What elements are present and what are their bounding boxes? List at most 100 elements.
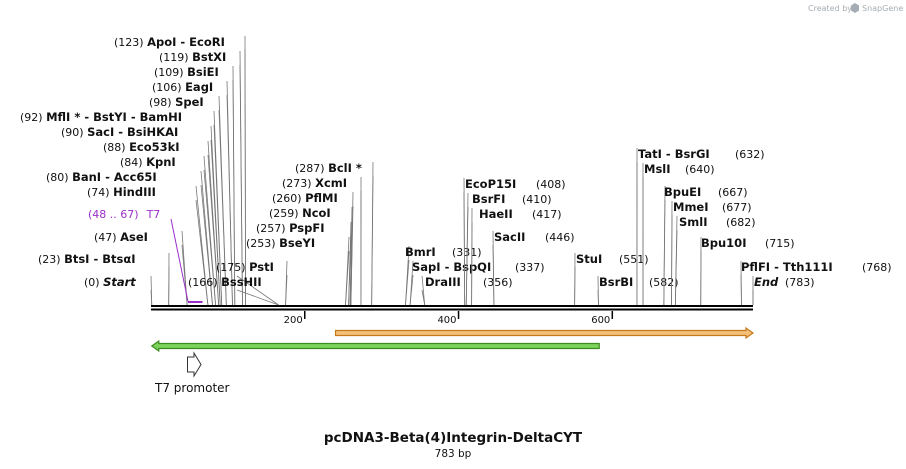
enzyme-name: TatI	[638, 147, 662, 161]
site-bpuei: BpuEI(667)	[663, 185, 748, 306]
enzyme-name: BsiHKAI	[127, 125, 178, 139]
site-label: HaeII	[479, 207, 513, 221]
snapgene-logo-icon	[851, 3, 859, 13]
site-label: DraIII	[425, 275, 461, 289]
site-label: (260) PflMI	[272, 191, 338, 205]
site-position: (47)	[94, 231, 120, 244]
site-leader-line	[236, 275, 279, 306]
site-kpni: (84) KpnI	[120, 155, 216, 306]
site-pspfi: (257) PspFI	[256, 221, 352, 306]
enzyme-name: BpuEI	[664, 185, 701, 199]
site-position: (287)	[295, 162, 328, 175]
site-position: (74)	[87, 186, 113, 199]
enzyme-name: NcoI	[302, 206, 331, 220]
site-bseyi: (253) BseYI	[246, 236, 350, 306]
site-label: PflFI - Tth111I	[741, 260, 833, 274]
site-apoi: (123) ApoI - EcoRI	[114, 35, 246, 306]
site-label: BpuEI	[664, 185, 701, 199]
enzyme-name: Tth111I	[783, 260, 833, 274]
enzyme-name: PstI	[249, 260, 274, 274]
site-bmri: BmrI(331)	[405, 245, 482, 306]
site-label: BmrI	[405, 245, 436, 259]
enzyme-name: ApoI	[147, 35, 176, 49]
enzyme-name: BanI	[72, 170, 101, 184]
site-msli: MslI(640)	[642, 162, 715, 306]
site-draiii: DraIII(356)	[421, 275, 513, 306]
site-position: (715)	[765, 237, 795, 250]
orange-feature	[334, 326, 755, 340]
site-btsi: (23) BtsI - BtsαI	[38, 252, 170, 306]
site-label: (84) KpnI	[120, 155, 176, 169]
site-label: (119) BstXI	[159, 50, 226, 64]
enzyme-name: BseYI	[279, 236, 315, 250]
enzyme-name: BsrBI	[599, 275, 633, 289]
ruler-label: 600	[591, 315, 610, 326]
site-label: (90) SacI - BsiHKAI	[61, 125, 178, 139]
enzyme-name: BsiEI	[187, 65, 219, 79]
site-bsiei: (109) BsiEI	[154, 65, 236, 306]
site-label: (273) XcmI	[282, 176, 347, 190]
site-position: (98)	[149, 96, 175, 109]
site-pflmi: (260) PflMI	[272, 191, 354, 306]
site-hind3: (74) HindIII	[87, 185, 209, 306]
enzyme-name: XcmI	[315, 176, 347, 190]
site-label: (123) ApoI - EcoRI	[114, 35, 225, 49]
enzyme-name: Acc65I	[114, 170, 157, 184]
enzyme-name: BamHI	[140, 110, 182, 124]
primer-leader-line	[170, 218, 189, 302]
enzyme-name: BmrI	[405, 245, 436, 259]
map-title: pcDNA3-Beta(4)Integrin-DeltaCYT	[324, 430, 583, 446]
site-label: EcoP15I	[465, 177, 516, 191]
enzyme-name: Start	[103, 275, 136, 289]
site-psti: (175) PstI	[216, 260, 288, 306]
enzyme-name: BstXI	[192, 50, 226, 64]
site-position: (0)	[84, 276, 103, 289]
site-position: (109)	[154, 66, 187, 79]
credit-brand: SnapGene	[862, 4, 903, 13]
site-smli: SmlI(682)	[674, 215, 756, 306]
map-length: 783 bp	[435, 448, 472, 460]
site-eco53: (88) Eco53kI	[103, 140, 220, 306]
site-position: (408)	[536, 178, 566, 191]
site-position: (417)	[532, 208, 562, 221]
site-label: (98) SpeI	[149, 95, 204, 109]
site-position: (410)	[522, 193, 552, 206]
site-mmei: MmeI(677)	[671, 200, 752, 306]
enzyme-name: BclI *	[328, 161, 362, 175]
enzyme-name: HindIII	[113, 185, 156, 199]
site-sapi: SapI - BspQI (337)	[409, 260, 545, 306]
site-position: (84)	[120, 156, 146, 169]
site-position: (23)	[38, 253, 64, 266]
site-bstxi: (119) BstXI	[159, 50, 243, 306]
enzyme-name: End	[754, 275, 779, 289]
green-feature	[150, 339, 600, 353]
site-position: (119)	[159, 51, 192, 64]
site-position: (551)	[619, 253, 649, 266]
site-label: End	[754, 275, 779, 289]
t7-promoter: T7 promoter	[154, 351, 230, 395]
enzyme-name: PflFI	[741, 260, 770, 274]
site-position: (90)	[61, 126, 87, 139]
site-position: (677)	[722, 201, 752, 214]
enzyme-name: HaeII	[479, 207, 513, 221]
enzyme-name: BsrGI	[675, 147, 710, 161]
site-label: TatI - BsrGI	[638, 147, 710, 161]
enzyme-name: SacI	[87, 125, 114, 139]
site-position: (446)	[545, 231, 575, 244]
site-position: (337)	[515, 261, 545, 274]
credit-text: Created by	[808, 4, 852, 13]
site-bcli: (287) BclI *	[295, 161, 374, 306]
feature-arrow	[150, 339, 600, 353]
enzyme-name: EcoRI	[189, 35, 225, 49]
site-leader-line	[421, 275, 426, 306]
site-stui: StuI(551)	[574, 252, 649, 306]
site-saci: (90) SacI - BsiHKAI	[61, 125, 221, 306]
site-mfli: (92) MflI * - BstYI - BamHI	[20, 110, 223, 306]
site-label: (92) MflI * - BstYI - BamHI	[20, 110, 182, 124]
site-label: (109) BsiEI	[154, 65, 219, 79]
site-pflfi: PflFI - Tth111I(768)	[740, 260, 892, 306]
site-asei: (47) AseI	[94, 230, 188, 306]
site-bani: (80) BanI - Acc65I	[46, 170, 213, 306]
site-label: SapI - BspQI	[412, 260, 491, 274]
site-label: (106) EagI	[152, 80, 213, 94]
